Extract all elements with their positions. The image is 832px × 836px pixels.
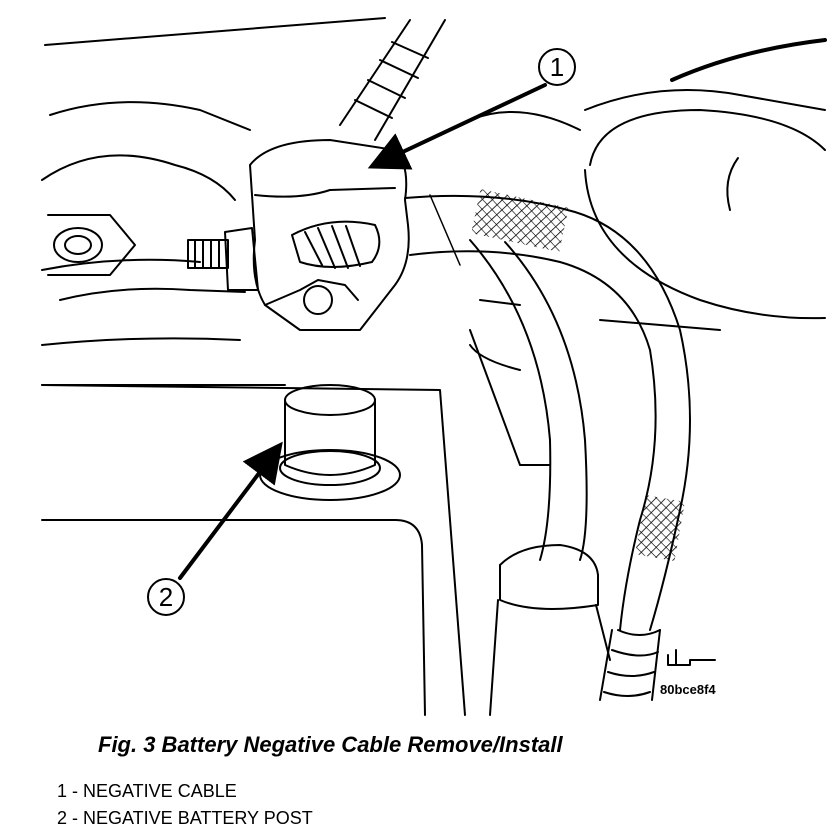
callout-legend: 1 - NEGATIVE CABLE 2 - NEGATIVE BATTERY …	[57, 778, 313, 832]
negative-cable-body	[404, 189, 691, 701]
engine-background	[41, 17, 827, 386]
upper-wire-loom	[339, 19, 446, 141]
callout-1-number: 1	[550, 52, 564, 82]
legend-item-1: 1 - NEGATIVE CABLE	[57, 781, 237, 801]
vent-tube	[667, 649, 716, 666]
figure-code: 80bce8f4	[660, 682, 716, 697]
negative-cable-clamp	[249, 139, 410, 331]
callout-leaders	[178, 83, 547, 580]
callout-1-circle	[538, 48, 576, 86]
callout-2-circle	[147, 578, 185, 616]
battery-cable-illustration: 1 2 80bce8f4	[41, 17, 827, 716]
legend-item-2: 2 - NEGATIVE BATTERY POST	[57, 808, 313, 828]
negative-battery-post	[259, 384, 401, 501]
terminal-bolt	[47, 214, 259, 291]
secondary-harness	[469, 239, 611, 716]
figure-caption: Fig. 3 Battery Negative Cable Remove/Ins…	[98, 732, 563, 757]
battery-case	[41, 384, 466, 716]
callout-2-number: 2	[159, 582, 173, 612]
